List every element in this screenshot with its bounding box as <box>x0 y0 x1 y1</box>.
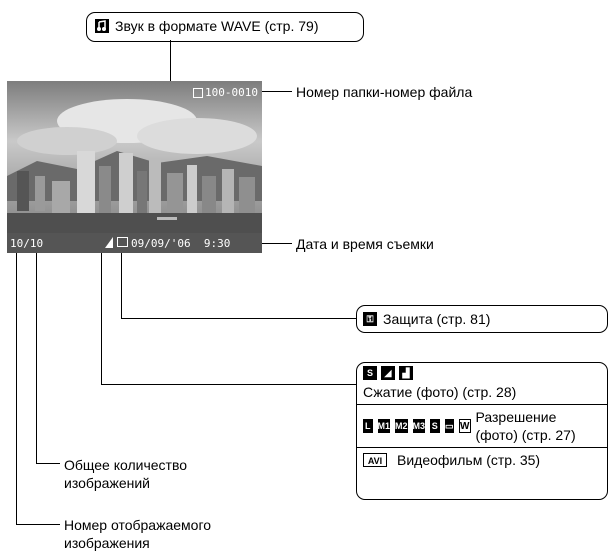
label-datetime: Дата и время съемки <box>296 236 434 252</box>
movie-section: AVI Видеофильм (стр. 35) <box>357 448 607 472</box>
sound-label: Звук в формате WAVE (стр. 79) <box>115 18 319 34</box>
resolution-section: L M1 M2 M3 S ▭ W Разрешение (фото) (стр.… <box>357 405 607 447</box>
sound-icon <box>95 19 109 33</box>
screen-image-index: 10/10 <box>10 237 44 250</box>
screen-folder-file: 100-0010 <box>193 86 258 99</box>
widescreen-icon: W <box>459 419 471 433</box>
res-s-icon: S <box>430 419 440 433</box>
protect-callout: ⚿ Защита (стр. 81) <box>356 305 608 333</box>
superfine-icon: S <box>363 366 377 380</box>
compression-icon <box>104 236 116 249</box>
info-box: S ◢ ▟ Сжатие (фото) (стр. 28) L M1 M2 M3… <box>356 362 608 500</box>
label-total-images: Общее количество изображений <box>64 457 188 491</box>
compression-label: Сжатие (фото) (стр. 28) <box>363 384 517 400</box>
protect-label: Защита (стр. 81) <box>383 311 491 327</box>
res-m1-icon: M1 <box>377 419 391 433</box>
res-l-icon: L <box>363 419 373 433</box>
protect-key-icon: ⚿ <box>363 312 377 326</box>
movie-label: Видеофильм (стр. 35) <box>397 452 541 468</box>
res-m3-icon: M3 <box>412 419 426 433</box>
movie-avi-icon: AVI <box>363 453 387 467</box>
label-current-image: Номер отображаемого изображения <box>64 517 212 551</box>
res-m2-icon: M2 <box>395 419 408 433</box>
folder-file-value: 100-0010 <box>205 86 258 99</box>
compression-section: S ◢ ▟ Сжатие (фото) (стр. 28) <box>357 363 607 404</box>
label-folder-file: Номер папки-номер файла <box>296 84 473 100</box>
sound-callout: Звук в формате WAVE (стр. 79) <box>86 12 364 42</box>
normal-icon: ▟ <box>399 366 413 380</box>
camera-screen: 100-0010 10/10 09/09/'06 9:30 <box>7 81 262 253</box>
city-photo <box>7 81 262 253</box>
sound-icon-small <box>193 87 204 98</box>
screen-datetime: 09/09/'06 9:30 <box>131 237 231 250</box>
resolution-label: Разрешение (фото) (стр. 27) <box>475 409 576 443</box>
fine-icon: ◢ <box>381 366 395 380</box>
postcard-icon: ▭ <box>444 419 455 433</box>
protect-icon-small <box>117 237 128 247</box>
